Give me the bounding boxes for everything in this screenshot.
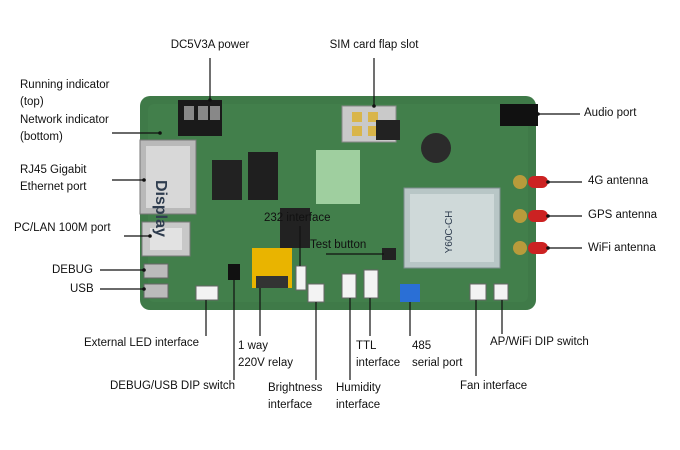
brightness-connector xyxy=(307,283,325,303)
label-usb: USB xyxy=(70,283,94,295)
antenna-4g-connector xyxy=(513,175,527,189)
fan-connector xyxy=(469,283,487,301)
rs232-connector xyxy=(295,265,307,291)
label-external-led: External LED interface xyxy=(84,337,200,349)
rs485-connector xyxy=(400,284,420,302)
label-humidity-1: Humidity xyxy=(336,382,381,394)
leader-markers xyxy=(142,98,550,291)
label-485-1: 485 xyxy=(412,340,432,352)
label-relay-1: 1 way xyxy=(238,340,269,352)
label-4g-antenna: 4G antenna xyxy=(588,175,649,187)
humidity-connector xyxy=(341,273,357,299)
leader-lines xyxy=(100,58,582,380)
antenna-wifi-connector xyxy=(513,241,527,255)
debug-usb-dip xyxy=(228,264,240,280)
label-ttl-2: interface xyxy=(356,357,401,369)
chip-1 xyxy=(248,152,278,200)
chip-2 xyxy=(212,160,242,200)
label-audio-port: Audio port xyxy=(584,107,637,119)
usb-port xyxy=(143,283,169,299)
label-test-button: Test button xyxy=(310,239,367,251)
label-fan-interface: Fan interface xyxy=(460,380,528,392)
label-pc-lan: PC/LAN 100M port xyxy=(14,222,111,234)
ttl-connector xyxy=(363,269,379,299)
ap-wifi-dip xyxy=(493,283,509,301)
label-humidity-2: interface xyxy=(336,399,381,411)
chip-3 xyxy=(280,208,310,248)
audio-port xyxy=(500,104,538,126)
external-led-connector xyxy=(195,285,219,301)
label-rj45-2: Ethernet port xyxy=(20,181,87,193)
test-button xyxy=(382,248,396,260)
chip-4 xyxy=(316,150,360,204)
label-network-indicator: Network indicator xyxy=(20,114,109,126)
label-wifi-antenna: WiFi antenna xyxy=(588,242,656,254)
antenna-gps-connector xyxy=(513,209,527,223)
label-sim-slot: SIM card flap slot xyxy=(329,39,419,51)
label-running-top: (top) xyxy=(20,96,44,108)
debug-port xyxy=(143,263,169,279)
label-gps-antenna: GPS antenna xyxy=(588,209,658,221)
label-485-2: serial port xyxy=(412,357,463,369)
label-ttl-1: TTL xyxy=(356,340,377,352)
label-relay-2: 220V relay xyxy=(238,357,293,369)
label-running-indicator: Running indicator xyxy=(20,79,110,91)
label-debug: DEBUG xyxy=(52,264,93,276)
board-module-text: Y60C-CH xyxy=(444,211,455,254)
label-debug-usb-dip: DEBUG/USB DIP switch xyxy=(110,380,236,392)
label-network-bottom: (bottom) xyxy=(20,131,63,143)
label-dc-power: DC5V3A power xyxy=(170,39,250,51)
label-brightness-1: Brightness xyxy=(268,382,323,394)
label-rj45-1: RJ45 Gigabit xyxy=(20,164,87,176)
label-brightness-2: interface xyxy=(268,399,313,411)
chip-5 xyxy=(376,120,400,140)
inductor xyxy=(421,133,451,163)
label-ap-wifi-dip: AP/WiFi DIP switch xyxy=(490,336,589,348)
board-display-text: Display xyxy=(152,180,169,237)
label-232-interface: 232 interface xyxy=(264,212,331,224)
